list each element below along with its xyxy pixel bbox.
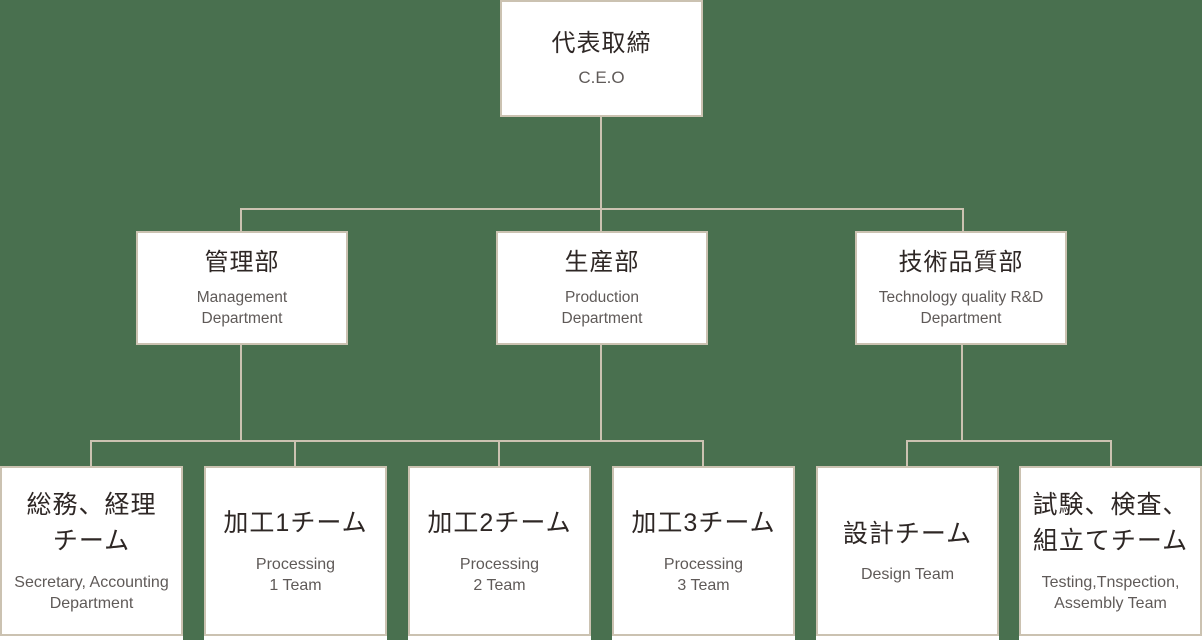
team-title: 試験、検査、 組立てチーム: [1032, 491, 1189, 556]
org-box-management-department: 管理部 Management Department: [136, 231, 348, 345]
team-title: 加工2チーム: [427, 509, 572, 538]
org-box-design-team: 設計チーム Design Team: [816, 466, 999, 636]
team-title: 設計チーム: [842, 520, 973, 549]
dept-subtitle: Technology quality R&D Department: [878, 289, 1044, 328]
connector-team1-drop: [90, 440, 92, 466]
team-subtitle: Processing 1 Team: [255, 555, 336, 595]
connector-team5-drop: [906, 440, 908, 466]
connector-ceo-vertical: [600, 117, 602, 231]
connector-dept3-drop: [962, 208, 964, 231]
connector-dept1-drop: [240, 208, 242, 231]
org-box-technology-quality-department: 技術品質部 Technology quality R&D Department: [855, 231, 1067, 345]
bottom-edge-strip: [204, 636, 387, 640]
bottom-edge-strip: [1019, 636, 1202, 640]
connector-dept2-down: [600, 345, 602, 442]
dept-title: 生産部: [564, 248, 640, 276]
dept-title: 管理部: [204, 248, 280, 276]
connector-dept3-down: [961, 345, 963, 442]
bottom-edge-strip: [612, 636, 795, 640]
ceo-subtitle: C.E.O: [578, 68, 625, 88]
org-box-testing-inspection-assembly-team: 試験、検査、 組立てチーム Testing,Tnspection, Assemb…: [1019, 466, 1202, 636]
org-box-production-department: 生産部 Production Department: [496, 231, 708, 345]
team-subtitle: Processing 2 Team: [459, 555, 540, 595]
dept-subtitle: Management Department: [196, 289, 288, 328]
ceo-title: 代表取締: [551, 29, 652, 57]
bottom-edge-strip: [816, 636, 999, 640]
connector-level2-rail-right: [906, 440, 1112, 442]
team-title: 総務、経理 チーム: [26, 491, 157, 556]
org-box-processing-2-team: 加工2チーム Processing 2 Team: [408, 466, 591, 636]
connector-team2-drop: [294, 440, 296, 466]
team-subtitle: Testing,Tnspection, Assembly Team: [1041, 573, 1180, 613]
bottom-edge-strip: [0, 636, 183, 640]
org-box-ceo: 代表取締 C.E.O: [500, 0, 703, 117]
connector-team4-drop: [702, 440, 704, 466]
connector-team3-drop: [498, 440, 500, 466]
org-box-processing-1-team: 加工1チーム Processing 1 Team: [204, 466, 387, 636]
team-subtitle: Processing 3 Team: [663, 555, 744, 595]
team-subtitle: Design Team: [860, 566, 955, 584]
connector-level1-rail: [240, 208, 964, 210]
team-title: 加工1チーム: [223, 509, 368, 538]
connector-team6-drop: [1110, 440, 1112, 466]
org-box-secretary-accounting-team: 総務、経理 チーム Secretary, Accounting Departme…: [0, 466, 183, 636]
connector-level2-rail-left: [90, 440, 704, 442]
team-subtitle: Secretary, Accounting Department: [14, 573, 169, 613]
dept-subtitle: Production Department: [561, 289, 643, 328]
dept-title: 技術品質部: [898, 248, 1024, 276]
connector-dept1-down: [240, 345, 242, 442]
team-title: 加工3チーム: [631, 509, 776, 538]
org-box-processing-3-team: 加工3チーム Processing 3 Team: [612, 466, 795, 636]
bottom-edge-strip: [408, 636, 591, 640]
